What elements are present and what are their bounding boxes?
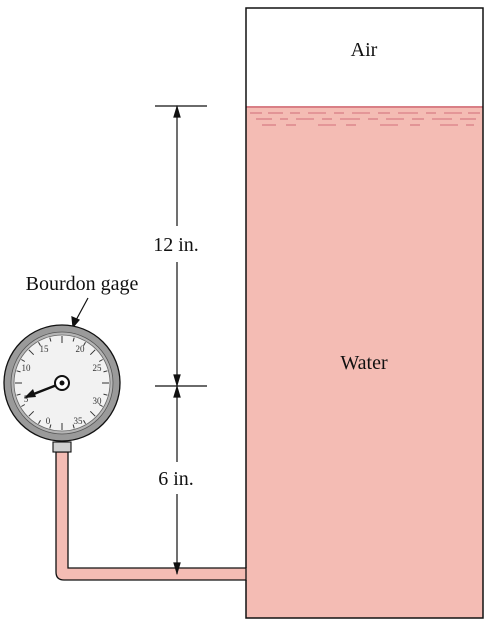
tank-outline [245, 7, 484, 619]
dial-number-30: 30 [93, 396, 103, 406]
gage-tick [83, 419, 86, 424]
dial-number-25: 25 [93, 363, 103, 373]
gage-ticks [15, 336, 109, 430]
gage-tick [72, 337, 75, 342]
gage-tick [49, 424, 52, 429]
dial-number-35: 35 [74, 416, 84, 426]
tank-water [246, 106, 483, 618]
gage-tick [28, 349, 35, 356]
dimension-lower [173, 384, 181, 576]
water-label: Water [340, 352, 388, 374]
gage-neck [52, 441, 72, 453]
gage-tick [49, 337, 52, 342]
gage-tick [16, 393, 21, 396]
gage-tick [16, 370, 21, 373]
gage-tick [89, 410, 96, 417]
dimension-upper-label: 12 in. [153, 234, 199, 256]
gage-label: Bourdon gage [26, 273, 139, 295]
dial-number-15: 15 [40, 344, 50, 354]
dimension-lower-label: 6 in. [158, 468, 194, 490]
gage-tick [38, 419, 41, 424]
water-surface-dashes [250, 112, 480, 126]
bourdon-gage: 0 5 10 15 20 25 30 35 [3, 324, 121, 442]
air-label: Air [351, 39, 378, 61]
gage-tick [103, 370, 108, 373]
gage-tick [21, 404, 26, 407]
gage-tick [98, 359, 103, 362]
gage-needle-tip [24, 389, 36, 398]
dial-number-20: 20 [76, 344, 86, 354]
gage-tick [21, 359, 26, 362]
gage-tick [89, 349, 96, 356]
dial-number-10: 10 [22, 363, 32, 373]
dial-number-5: 5 [24, 394, 29, 404]
dimension-upper [155, 104, 207, 388]
gage-tick [83, 342, 86, 347]
gage-leader-arrow [71, 297, 89, 329]
connecting-pipe [55, 451, 247, 581]
dial-number-0: 0 [46, 416, 51, 426]
gage-tick [98, 404, 103, 407]
gage-tick [28, 410, 35, 417]
gage-tick [72, 424, 75, 429]
gage-hub-center [59, 380, 65, 386]
gage-tick [103, 393, 108, 396]
gage-tick [38, 342, 41, 347]
